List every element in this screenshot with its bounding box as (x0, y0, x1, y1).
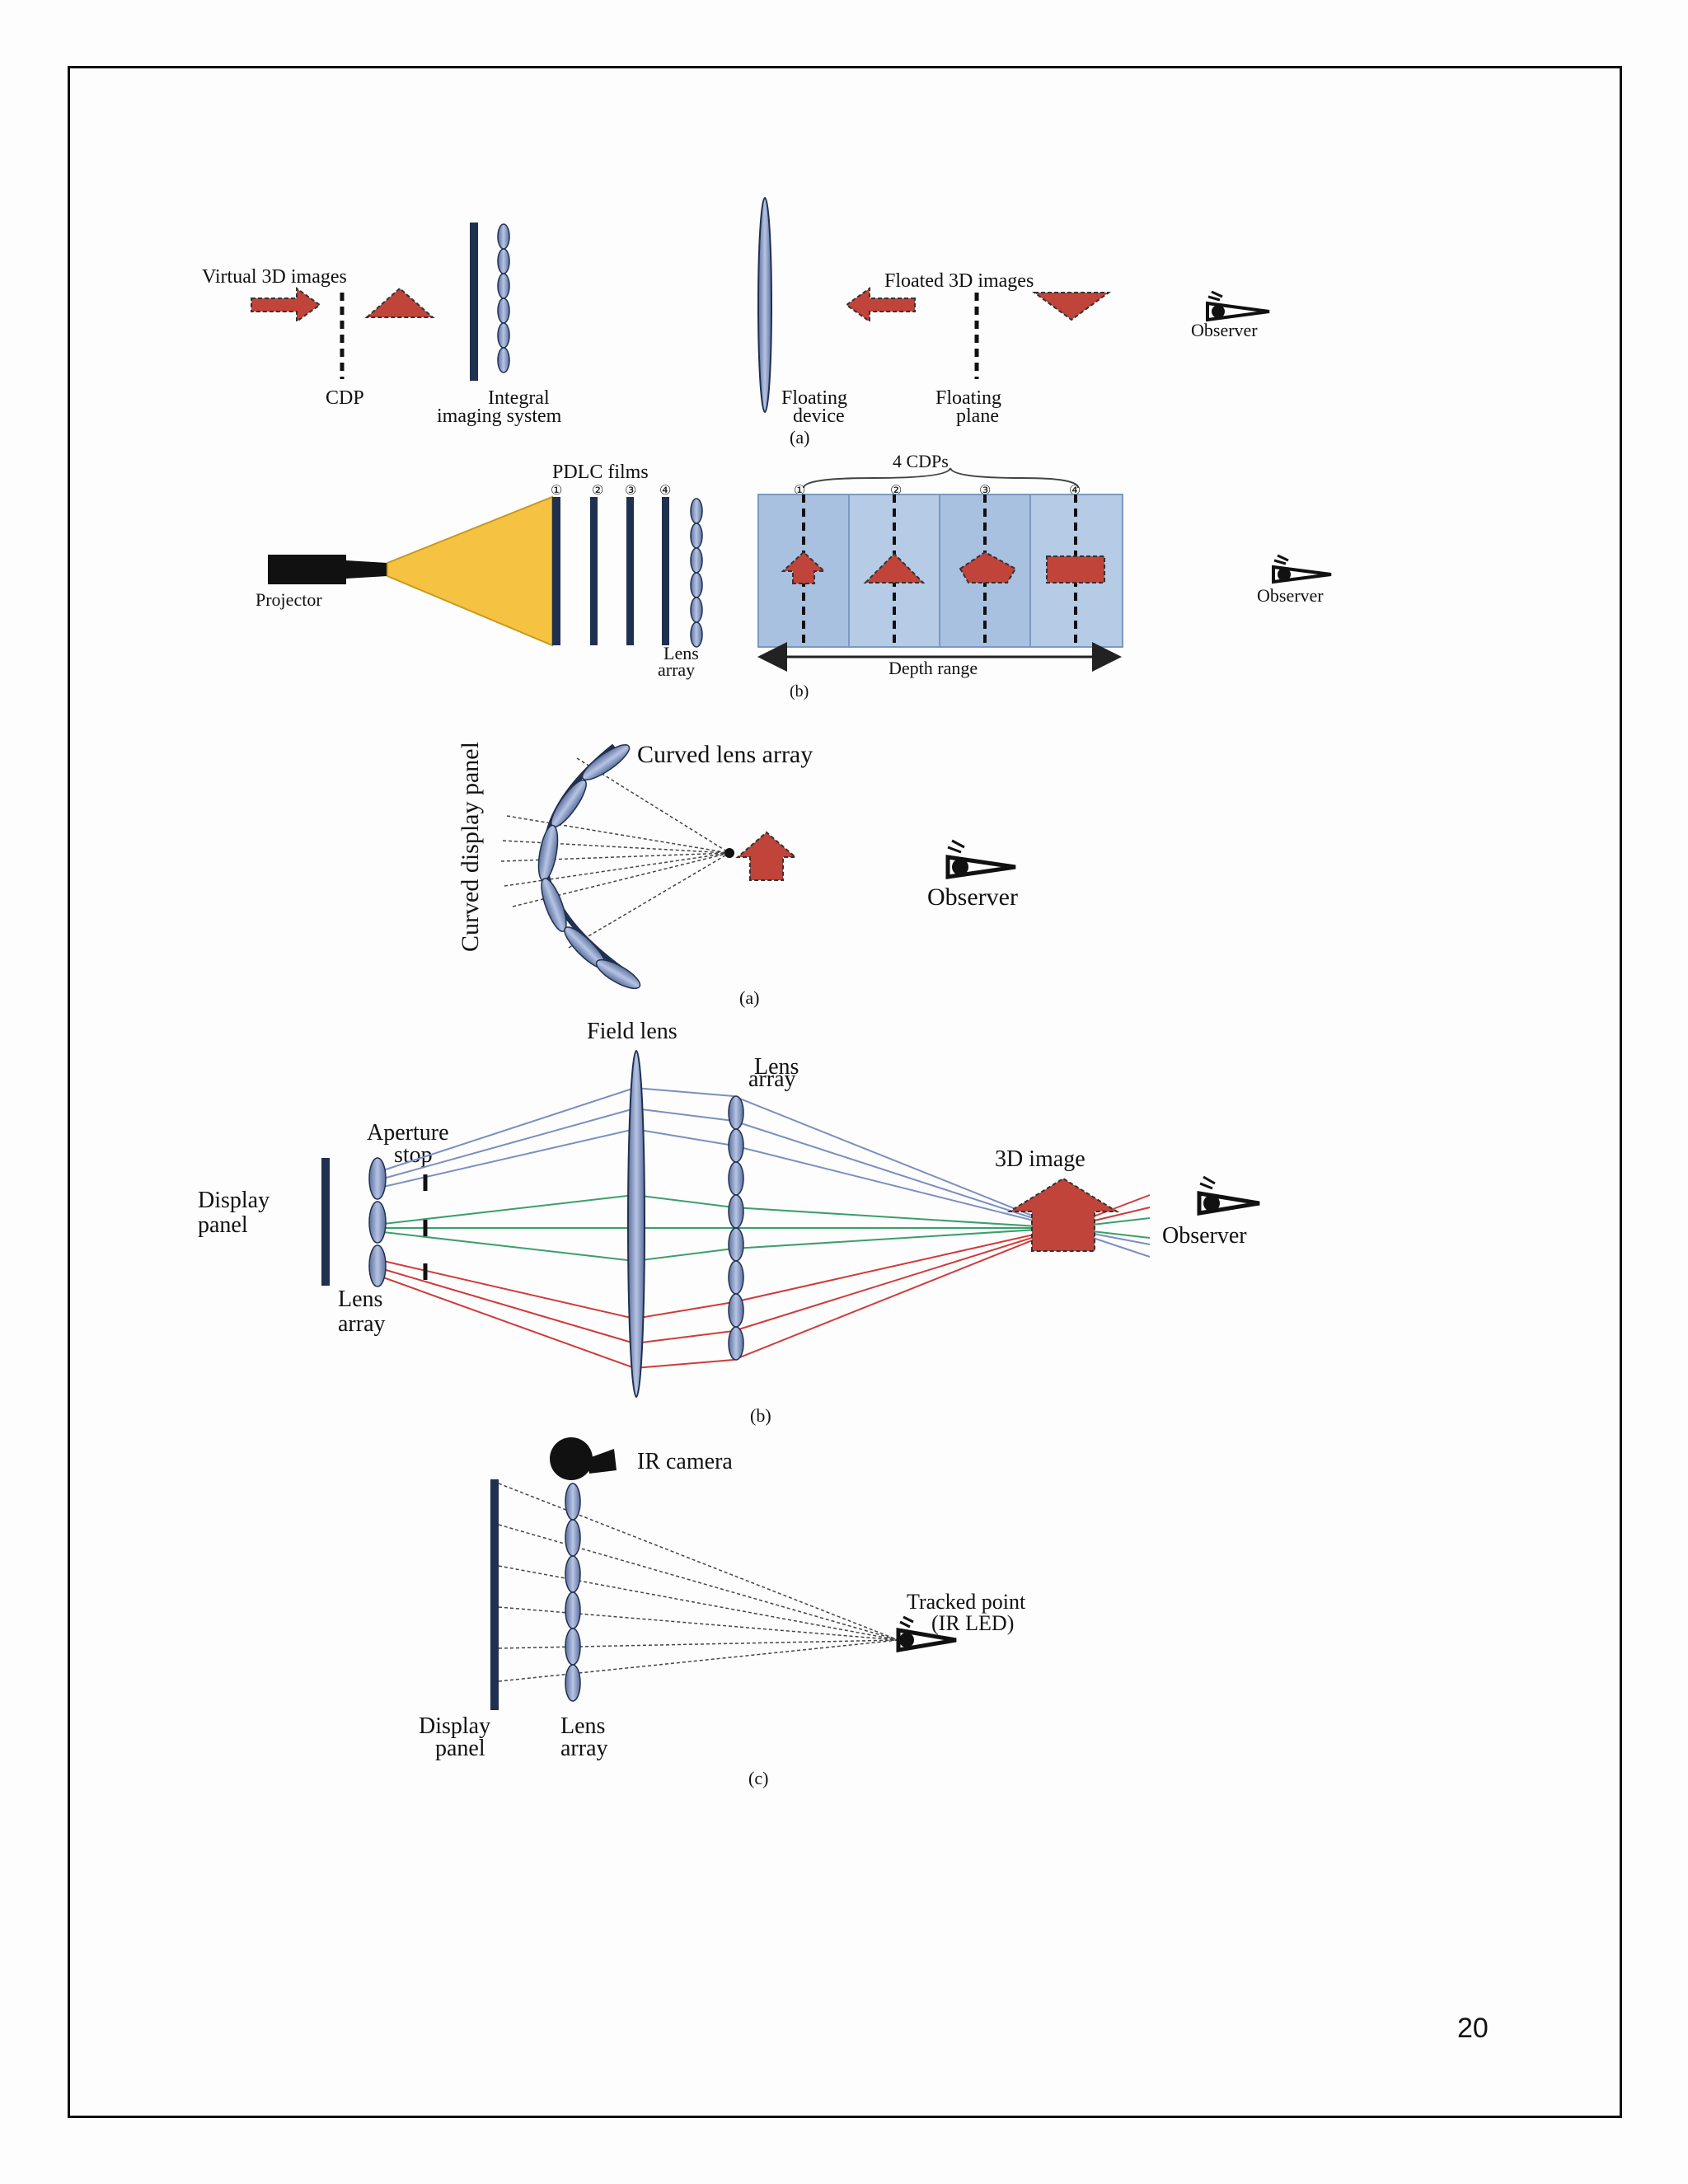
figure2-panel-b: Field lens Lens array Aperture stop Disp… (198, 1019, 1260, 1426)
fig2c-display-panel (490, 1479, 499, 1710)
label-observer-fig2a: Observer (927, 883, 1018, 911)
fig2a-3d-image-arrow-icon (735, 831, 798, 881)
cdps-brace (803, 467, 1079, 489)
curved-lens-array (537, 744, 641, 990)
figure1-panel-b: PDLC films ① ② ③ ④ Projector Lens array … (256, 451, 1332, 701)
label-lens-array-top-line1: Lens (754, 1054, 799, 1080)
label-pdlc-films: PDLC films (552, 462, 649, 483)
label-lens-line2-fig1b: array (658, 659, 695, 680)
cdp-shape-square-icon (1046, 555, 1105, 583)
label-lens-line2-fig2c: array (560, 1736, 608, 1761)
pdlc-film-2 (590, 497, 598, 645)
caption-fig2c: (c) (748, 1768, 768, 1788)
label-floating-device-line2: device (793, 405, 845, 427)
label-projector: Projector (256, 589, 322, 610)
label-3d-image: 3D image (995, 1146, 1085, 1172)
label-display-line1-fig2c: Display (419, 1713, 490, 1739)
page-number: 20 (1457, 2013, 1489, 2044)
floating-device-lens (757, 197, 772, 413)
label-floating-plane-line2: plane (956, 405, 999, 427)
pdlc-film-1 (552, 497, 560, 645)
figure2-panel-a: Curved lens array Curved display panel (457, 741, 1018, 1008)
label-aperture-line1: Aperture (367, 1120, 449, 1146)
fig2c-lens-array (565, 1483, 581, 1702)
cdp-shape-arrow-icon (781, 551, 827, 584)
label-tracked-line1: Tracked point (907, 1590, 1026, 1614)
fig1b-lens-array (690, 498, 703, 648)
observer-eye-icon (1272, 554, 1332, 584)
label-floating-plane-line1: Floating (935, 387, 1001, 409)
label-tracked-line2: (IR LED) (931, 1611, 1014, 1635)
floated-arrow-icon (845, 287, 916, 323)
label-aperture-line2: stop (394, 1142, 433, 1168)
figure2-panel-c: IR camera Tracked point (IR LED) Display… (419, 1437, 1026, 1788)
label-lens-array-bottom-line2: array (338, 1311, 386, 1337)
caption-fig1b: (b) (790, 682, 809, 701)
label-lens-line1-fig2c: Lens (560, 1713, 605, 1739)
pdlc-film-number-4: ④ (659, 484, 671, 498)
label-display-line2-fig2c: panel (435, 1736, 485, 1761)
label-observer-fig1b: Observer (1257, 585, 1324, 606)
tracked-point-eye-icon (896, 1615, 957, 1652)
projector-beam (387, 495, 553, 647)
caption-fig2a: (a) (739, 987, 759, 1008)
label-integral-line1: Integral (488, 387, 550, 409)
virtual-arrow-icon (251, 287, 321, 323)
floated-triangle-icon (1031, 292, 1112, 321)
label-lens-array-bottom-line1: Lens (338, 1286, 382, 1312)
label-field-lens: Field lens (587, 1019, 678, 1044)
label-observer-fig2b: Observer (1162, 1223, 1247, 1249)
fig2b-display-panel (321, 1158, 330, 1286)
caption-fig1a: (a) (790, 427, 809, 448)
integral-lens-array (497, 223, 510, 373)
caption-fig2b: (b) (750, 1405, 771, 1426)
label-curved-display-panel: Curved display panel (457, 742, 484, 952)
cdp-shape-pentagon-icon (959, 551, 1017, 583)
ir-camera-icon (550, 1437, 617, 1480)
fig2c-rays (498, 1483, 899, 1682)
observer-eye-icon (1206, 290, 1270, 322)
pdlc-film-number-1: ① (551, 484, 562, 498)
label-depth-range: Depth range (889, 658, 978, 678)
observer-eye-icon (945, 839, 1016, 879)
figure1-panel-a: Virtual 3D images CDP Integral imaging s… (202, 197, 1270, 448)
fig2b-small-lens-array (368, 1157, 387, 1287)
observer-eye-icon (1197, 1175, 1260, 1216)
label-display-line1-fig2b: Display (198, 1188, 270, 1213)
cdp-shape-triangle-icon (863, 552, 926, 583)
label-virtual-3d-images: Virtual 3D images (202, 266, 347, 288)
label-lens-array-top-line2: array (748, 1066, 796, 1092)
pdlc-film-3 (626, 497, 634, 645)
page-frame (68, 66, 1622, 2118)
projector-icon (268, 555, 387, 584)
label-ir-camera: IR camera (637, 1449, 733, 1474)
virtual-triangle-icon (364, 287, 435, 318)
pdlc-film-number-3: ③ (625, 484, 636, 498)
label-4-cdps: 4 CDPs (893, 451, 949, 471)
label-integral-line2: imaging system (437, 405, 562, 427)
focal-point (724, 848, 734, 858)
fig2b-green-rays (382, 1193, 1151, 1263)
label-floating-device-line1: Floating (781, 387, 847, 409)
label-cdp: CDP (326, 387, 364, 409)
fig2b-3d-image-arrow-icon (1006, 1177, 1120, 1252)
field-lens (627, 1050, 645, 1398)
label-curved-lens-array: Curved lens array (637, 741, 813, 768)
label-display-line2-fig2b: panel (198, 1212, 248, 1238)
integral-display-panel (470, 223, 478, 381)
fig2b-lens-array (728, 1095, 744, 1361)
pdlc-film-4 (662, 497, 669, 645)
pdlc-film-number-2: ② (592, 484, 603, 498)
fig2a-rays (500, 757, 730, 949)
label-observer-fig1a: Observer (1191, 320, 1258, 340)
label-lens-line1-fig1b: Lens (663, 643, 699, 663)
label-floated-3d-images: Floated 3D images (884, 270, 1034, 292)
